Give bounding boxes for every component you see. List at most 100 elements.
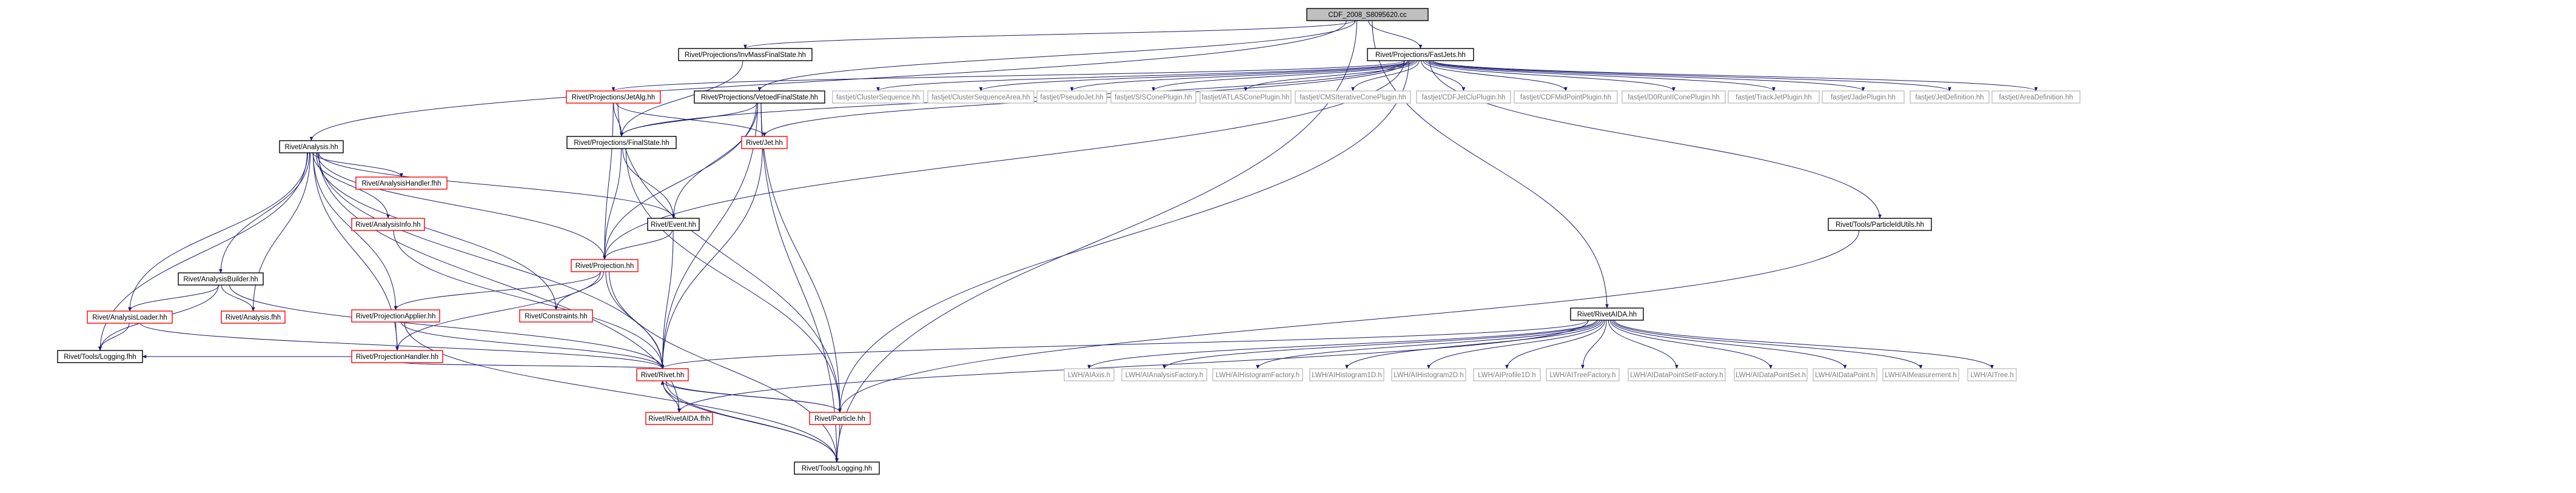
node-box: [694, 90, 825, 104]
node-box: [1546, 368, 1620, 381]
node-cdfmid[interactable]: fastjet/CDFMidPointPlugin.hh: [1514, 90, 1618, 104]
node-root[interactable]: CDF_2008_S8095620.cc: [1306, 8, 1429, 21]
node-idpsfactory[interactable]: LWH/AIDataPointSetFactory.h: [1628, 368, 1726, 381]
node-box: [1036, 90, 1107, 104]
edge-projapplier-to-logging_hh: [404, 321, 839, 463]
node-projection[interactable]: Rivet/Projection.hh: [571, 259, 639, 272]
node-jetdef[interactable]: fastjet/JetDefinition.hh: [1910, 90, 1990, 104]
node-particleidutils[interactable]: Rivet/Tools/ParticleIdUtils.hh: [1828, 218, 1932, 231]
node-analysisinfo[interactable]: Rivet/AnalysisInfo.hh: [351, 218, 425, 231]
node-ianfactory[interactable]: LWH/AIAnalysisFactory.h: [1121, 368, 1207, 381]
node-box: [351, 218, 425, 231]
node-logging_hh[interactable]: Rivet/Tools/Logging.hh: [794, 461, 880, 475]
node-jetalg[interactable]: Rivet/Projections/JetAlg.hh: [566, 90, 661, 104]
node-projapplier[interactable]: Rivet/ProjectionApplier.hh: [351, 309, 440, 323]
node-iaxis[interactable]: LWH/AIAxis.h: [1064, 368, 1115, 381]
edge-fastjets-to-d0run: [1425, 60, 1675, 92]
node-box: [809, 412, 871, 425]
node-event[interactable]: Rivet/Event.hh: [647, 218, 700, 231]
edge-event-to-rivethh: [660, 230, 674, 369]
edge-analysisloader-to-logging_fhh: [98, 323, 130, 351]
node-constraints[interactable]: Rivet/Constraints.hh: [519, 309, 593, 323]
node-analysisfhh[interactable]: Rivet/Analysis.fhh: [221, 310, 286, 324]
edge-jetalg-to-finalstate: [613, 102, 623, 137]
edge-fastjets-to-jade: [1429, 60, 1865, 92]
node-box: [1110, 90, 1196, 104]
node-label: Rivet/Tools/Logging.fhh: [64, 354, 136, 361]
edge-root-to-fastjets: [1368, 20, 1423, 49]
edge-analysisbuilder-to-analysisloader: [128, 284, 220, 312]
edge-fastjets-to-pseudojet: [1070, 60, 1414, 92]
edge-analysis-to-projection: [317, 152, 606, 260]
node-label: fastjet/TrackJetPlugin.hh: [1736, 94, 1812, 101]
edge-particle-to-logging_hh: [835, 424, 840, 463]
node-imeasurement[interactable]: LWH/AIMeasurement.h: [1882, 368, 1959, 381]
node-rivetaida[interactable]: Rivet/RivetAIDA.hh: [1570, 307, 1644, 321]
node-box: [1628, 368, 1726, 381]
node-itree[interactable]: LWH/AITree.h: [1967, 368, 2017, 381]
edge-rivetaida-to-idps: [1609, 320, 1773, 369]
edge-projapplier-to-rivethh: [400, 321, 665, 369]
node-invmass[interactable]: Rivet/Projections/InvMassFinalState.hh: [678, 48, 813, 61]
node-analysisbuilder[interactable]: Rivet/AnalysisBuilder.hh: [178, 272, 264, 286]
node-box: [1570, 307, 1644, 321]
node-box: [1813, 368, 1877, 381]
edge-analysis-to-analysisbuilder: [219, 152, 310, 273]
node-particle[interactable]: Rivet/Particle.hh: [809, 412, 871, 425]
node-itreefactory[interactable]: LWH/AITreeFactory.h: [1546, 368, 1620, 381]
node-label: Rivet/AnalysisLoader.hh: [92, 314, 167, 321]
node-analysisloader[interactable]: Rivet/AnalysisLoader.hh: [87, 310, 173, 324]
node-jet[interactable]: Rivet/Jet.hh: [741, 136, 788, 149]
node-logging_fhh[interactable]: Rivet/Tools/Logging.fhh: [57, 350, 143, 363]
node-atlascone[interactable]: fastjet/ATLASConePlugin.hh: [1199, 90, 1292, 104]
node-label: Rivet/ProjectionApplier.hh: [356, 313, 436, 320]
dependency-edges: [98, 20, 2038, 463]
node-cmscone[interactable]: fastjet/CMSIterativeConePlugin.hh: [1295, 90, 1411, 104]
node-box: [351, 350, 443, 363]
node-clusterseqarea[interactable]: fastjet/ClusterSequenceArea.hh: [927, 90, 1035, 104]
node-fastjets[interactable]: Rivet/Projections/FastJets.hh: [1367, 48, 1474, 61]
edge-invmass-to-finalstate: [620, 60, 743, 137]
node-iprofile1d[interactable]: LWH/AIProfile1D.h: [1473, 368, 1541, 381]
node-box: [1064, 368, 1115, 381]
node-trackjet[interactable]: fastjet/TrackJetPlugin.hh: [1728, 90, 1820, 104]
edge-rivetaida-to-itreefactory: [1581, 320, 1607, 369]
node-rivethh[interactable]: Rivet/Rivet.hh: [636, 368, 689, 381]
node-label: LWH/AITree.h: [1970, 372, 2014, 379]
edge-root-to-analysis: [309, 20, 1347, 141]
edge-rivetaida-to-itree: [1614, 320, 1994, 369]
node-ihist2d[interactable]: LWH/AIHistogram2D.h: [1391, 368, 1466, 381]
node-jade[interactable]: fastjet/JadePlugin.hh: [1822, 90, 1905, 104]
node-rivetaidafhh[interactable]: Rivet/RivetAIDA.fhh: [645, 412, 713, 425]
node-clusterseq[interactable]: fastjet/ClusterSequence.hh: [832, 90, 924, 104]
edge-fastjets-to-cmscone: [1351, 60, 1420, 92]
node-box: [832, 90, 924, 104]
node-label: LWH/AIHistogram2D.h: [1394, 372, 1463, 379]
edge-rivetaida-to-idpsfactory: [1608, 320, 1679, 369]
node-box: [1212, 368, 1303, 381]
node-areadef[interactable]: fastjet/AreaDefinition.hh: [1991, 90, 2081, 104]
node-label: LWH/AIMeasurement.h: [1885, 372, 1957, 379]
node-analysis[interactable]: Rivet/Analysis.hh: [279, 140, 344, 153]
edge-fastjets-to-trackjet: [1427, 60, 1776, 92]
node-vetoed[interactable]: Rivet/Projections/VetoedFinalState.hh: [694, 90, 825, 104]
node-analysishandler[interactable]: Rivet/AnalysisHandler.fhh: [355, 176, 448, 190]
node-ihist1d[interactable]: LWH/AIHistogram1D.h: [1309, 368, 1384, 381]
node-box: [566, 90, 661, 104]
node-ihistfactory[interactable]: LWH/AIHistogramFactory.h: [1212, 368, 1303, 381]
edge-fastjets-to-particle: [838, 60, 1409, 413]
node-pseudojet[interactable]: fastjet/PseudoJet.hh: [1036, 90, 1107, 104]
node-projhandler[interactable]: Rivet/ProjectionHandler.hh: [351, 350, 443, 363]
dependency-nodes: CDF_2008_S8095620.ccRivet/Projections/In…: [57, 8, 2081, 475]
node-label: LWH/AIHistogram1D.h: [1312, 372, 1381, 379]
node-label: Rivet/ProjectionHandler.hh: [356, 354, 438, 361]
node-finalstate[interactable]: Rivet/Projections/FinalState.hh: [566, 136, 677, 149]
node-cdfjetclu[interactable]: fastjet/CDFJetCluPlugin.hh: [1416, 90, 1511, 104]
node-d0run[interactable]: fastjet/D0RunIIConePlugin.hh: [1622, 90, 1726, 104]
node-idps[interactable]: LWH/AIDataPointSet.h: [1734, 368, 1808, 381]
node-label: fastjet/AreaDefinition.hh: [1999, 94, 2073, 101]
node-idatapoint[interactable]: LWH/AIDataPoint.h: [1813, 368, 1877, 381]
node-siscone[interactable]: fastjet/SISConePlugin.hh: [1110, 90, 1196, 104]
node-label: LWH/AIAnalysisFactory.h: [1125, 372, 1204, 379]
node-box: [1728, 90, 1820, 104]
